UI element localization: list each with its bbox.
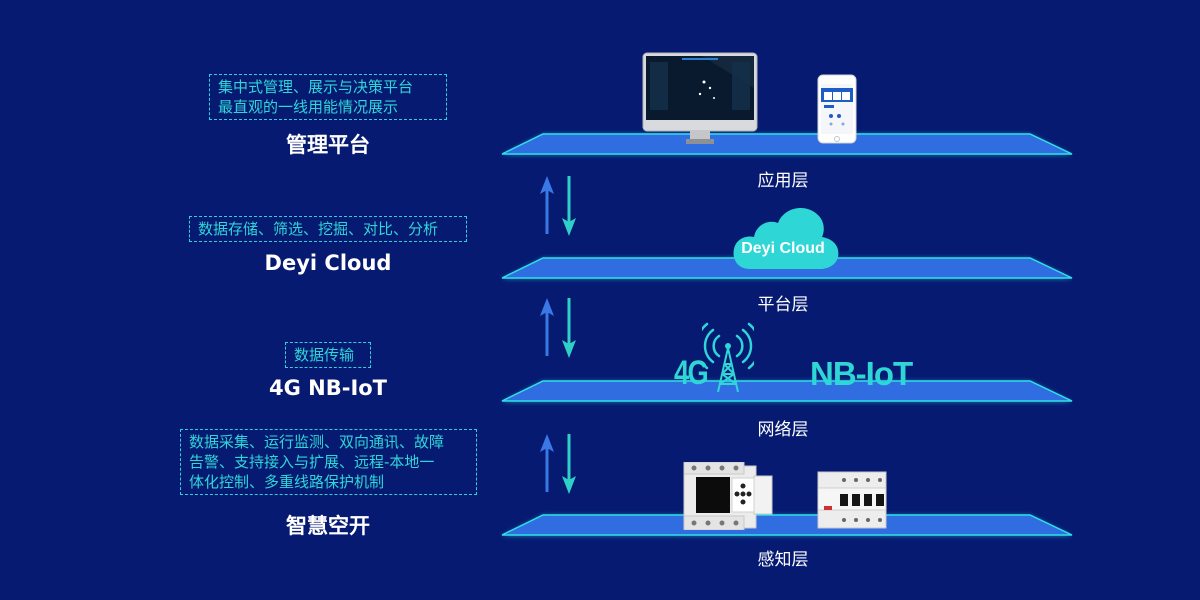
cloud-label: Deyi Cloud xyxy=(741,240,825,257)
signal-tower-icon xyxy=(702,322,754,393)
network-layer-label: 网络层 xyxy=(757,420,809,440)
desktop-monitor-icon xyxy=(642,52,758,144)
smartphone-icon xyxy=(817,74,857,144)
platform-layer-label: 平台层 xyxy=(757,295,809,315)
description-line: 数据传输 xyxy=(294,346,355,364)
bidirectional-arrows-icon xyxy=(540,434,576,494)
smart-breaker-title: 智慧空开 xyxy=(286,514,370,538)
management-platform-description: 集中式管理、展示与决策平台 最直观的一线用能情况展示 xyxy=(209,74,447,120)
description-line: 体化控制、多重线路保护机制 xyxy=(189,473,385,491)
application-layer-label: 应用层 xyxy=(757,171,809,191)
logo-nb-iot: NB-IoT xyxy=(810,355,913,392)
perception-layer-plate xyxy=(501,514,1073,536)
logo-4g: 4G xyxy=(674,354,709,392)
description-line: 最直观的一线用能情况展示 xyxy=(218,98,399,116)
bidirectional-arrows-icon xyxy=(540,298,576,358)
management-platform-title: 管理平台 xyxy=(286,133,370,157)
network-layer-plate xyxy=(501,380,1073,402)
cloud-icon xyxy=(733,208,839,269)
bidirectional-arrows-icon xyxy=(540,176,576,236)
description-line: 告警、支持接入与扩展、远程-本地一 xyxy=(189,453,435,471)
deyi-cloud-title: Deyi Cloud xyxy=(264,251,392,275)
smart-meter-icon xyxy=(683,462,773,530)
application-layer-plate xyxy=(501,133,1073,155)
description-line: 数据存储、筛选、挖掘、对比、分析 xyxy=(198,220,439,238)
network-description: 数据传输 xyxy=(285,342,371,368)
smart-breaker-description: 数据采集、运行监测、双向通讯、故障 告警、支持接入与扩展、远程-本地一 体化控制… xyxy=(180,429,477,495)
network-title: 4G NB-IoT xyxy=(268,376,388,400)
description-line: 数据采集、运行监测、双向通讯、故障 xyxy=(189,433,445,451)
description-line: 集中式管理、展示与决策平台 xyxy=(218,78,414,96)
circuit-breaker-icon xyxy=(817,471,887,529)
perception-layer-label: 感知层 xyxy=(757,550,809,570)
deyi-cloud-description: 数据存储、筛选、挖掘、对比、分析 xyxy=(189,216,467,242)
